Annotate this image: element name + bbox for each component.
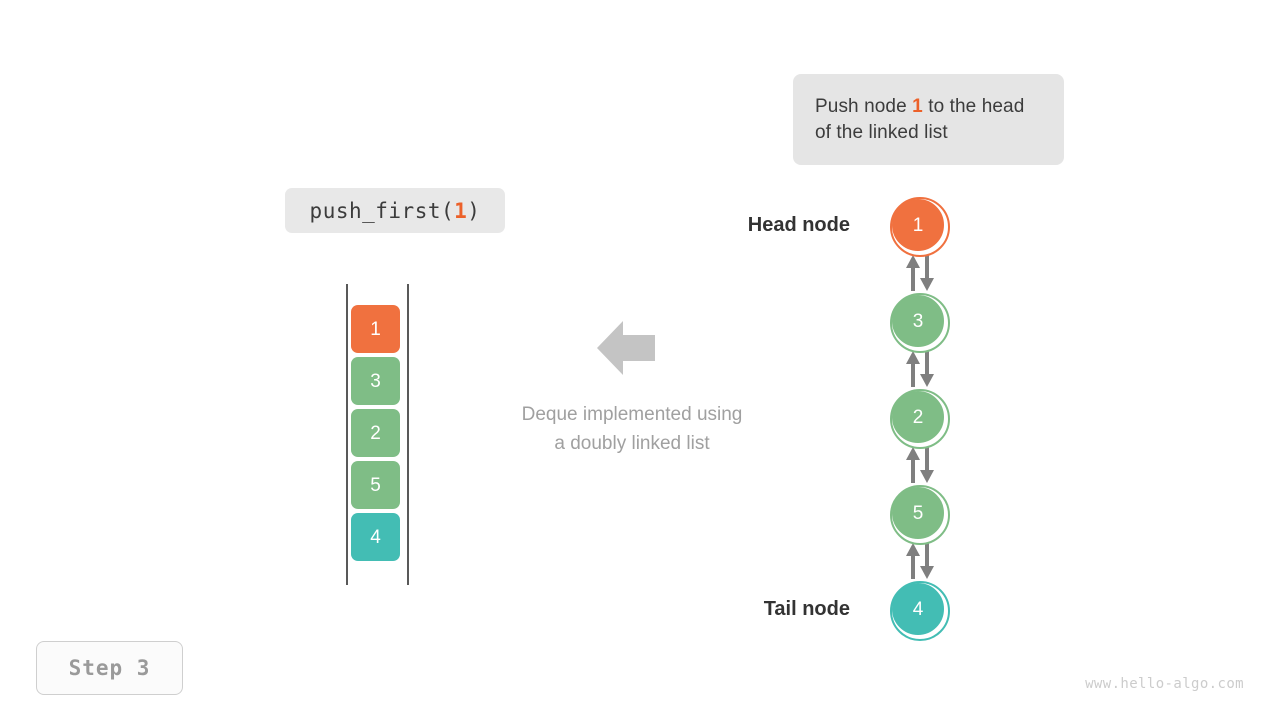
next-pointer-arrow-icon [920, 447, 934, 483]
linked-list-node: 5 [890, 485, 950, 545]
callout-box: Push node 1 to the head of the linked li… [793, 74, 1064, 165]
operation-suffix: ) [467, 198, 481, 223]
prev-pointer-arrow-icon [906, 447, 920, 483]
deque-rail-right [407, 284, 409, 585]
linked-list-column: 1 3 2 5 4 [888, 195, 952, 641]
operation-prefix: push_first( [309, 198, 455, 223]
deque-cell: 3 [351, 357, 400, 405]
deque-cell: 5 [351, 461, 400, 509]
linked-list-node: 1 [890, 197, 950, 257]
tail-node-label: Tail node [763, 598, 850, 620]
node-ring [890, 293, 950, 353]
next-pointer-arrow-icon [920, 351, 934, 387]
operation-argument: 1 [454, 198, 468, 223]
node-ring [890, 581, 950, 641]
callout-text-after: to the head of the linked list [815, 95, 1025, 143]
head-node-label: Head node [747, 214, 850, 236]
node-link-arrows [888, 255, 952, 291]
watermark: www.hello-algo.com [1085, 676, 1244, 692]
next-pointer-arrow-icon [920, 255, 934, 291]
deque-rail-left [346, 284, 348, 585]
caption-line-2: a doubly linked list [554, 433, 710, 454]
operation-label: push_first(1) [285, 188, 505, 233]
prev-pointer-arrow-icon [906, 255, 920, 291]
callout-text-before: Push node [815, 95, 913, 117]
linked-list-node: 2 [890, 389, 950, 449]
diagram-caption: Deque implemented using a doubly linked … [452, 400, 812, 458]
prev-pointer-arrow-icon [906, 543, 920, 579]
callout-text: Push node 1 to the head of the linked li… [815, 94, 1042, 146]
node-ring [890, 197, 950, 257]
step-badge: Step 3 [36, 641, 183, 695]
deque-cell: 1 [351, 305, 400, 353]
deque-cell: 2 [351, 409, 400, 457]
node-ring [890, 485, 950, 545]
left-arrow-icon [597, 321, 655, 375]
linked-list-node: 3 [890, 293, 950, 353]
linked-list-node: 4 [890, 581, 950, 641]
node-link-arrows [888, 447, 952, 483]
node-link-arrows [888, 351, 952, 387]
callout-highlight-value: 1 [912, 95, 923, 117]
node-ring [890, 389, 950, 449]
next-pointer-arrow-icon [920, 543, 934, 579]
deque-cell: 4 [351, 513, 400, 561]
prev-pointer-arrow-icon [906, 351, 920, 387]
node-link-arrows [888, 543, 952, 579]
caption-line-1: Deque implemented using [521, 404, 743, 425]
